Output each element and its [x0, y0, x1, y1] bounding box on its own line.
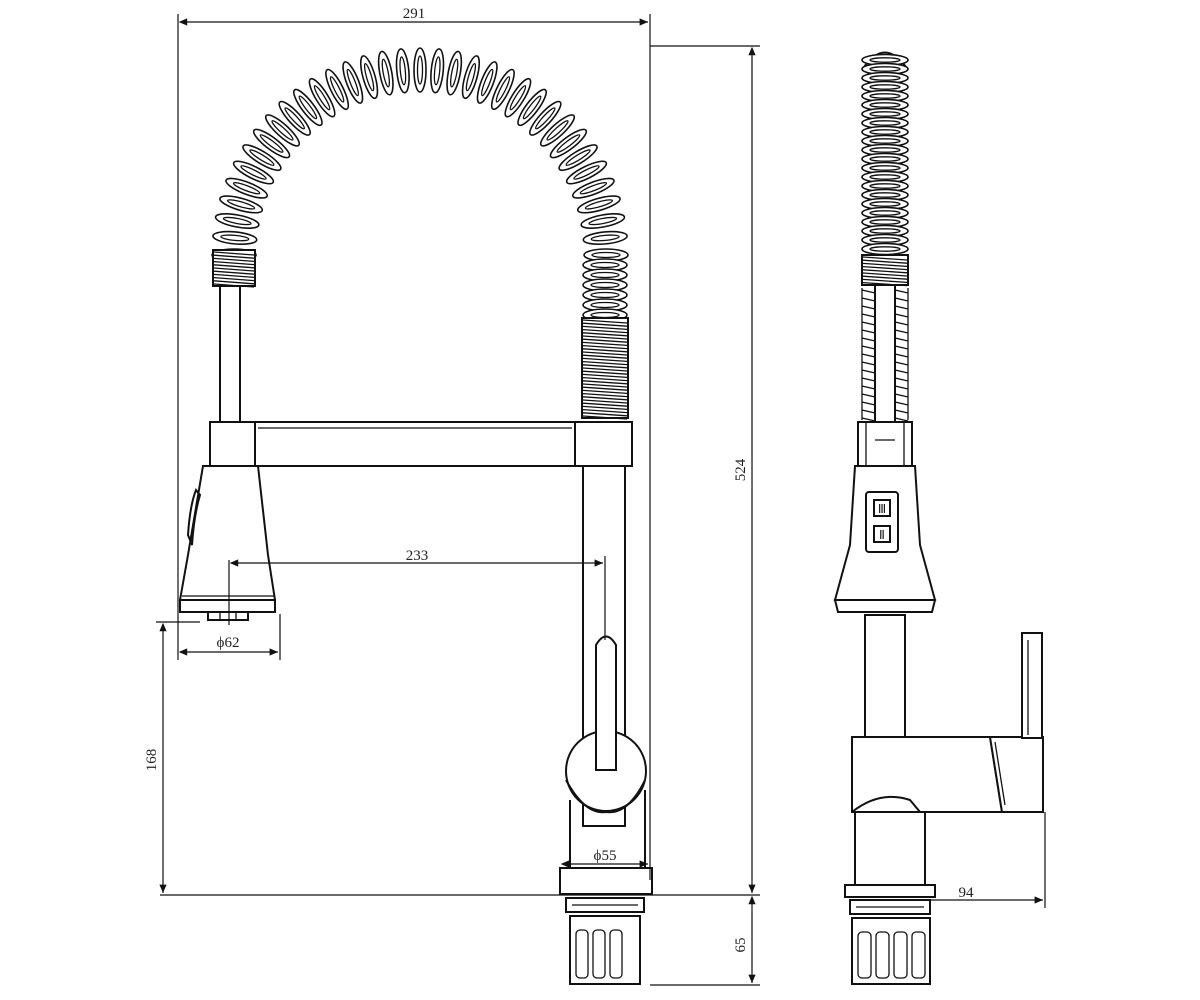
front-dimensions: 291 524 65 233 ϕ62 168 ϕ55: [144, 6, 760, 986]
holder-arm: [209, 421, 633, 467]
spray-mode-label-top: Ⅲ: [878, 502, 886, 516]
dim-spray-head-diameter: ϕ62: [217, 635, 240, 651]
spray-mode-label-bottom: Ⅱ: [879, 528, 885, 542]
dim-spray-height: 168: [144, 749, 160, 772]
front-view: [178, 47, 653, 985]
side-holder-collar: [857, 421, 913, 467]
spring-coil-front: [211, 47, 629, 322]
dense-coil-left: [212, 249, 256, 288]
side-mounting-shank: [851, 917, 931, 985]
side-handle-lever: [1021, 632, 1043, 739]
spray-head: [178, 465, 277, 621]
side-body-column: [864, 614, 906, 738]
mounting-shank: [569, 915, 641, 985]
handle-lever: [565, 635, 647, 814]
dense-coil-right: [581, 317, 629, 420]
left-hose-tube: [219, 285, 241, 423]
base-plate: [559, 867, 653, 895]
side-dense-coil: [861, 254, 909, 287]
dim-spout-reach: 233: [406, 548, 429, 564]
side-spray-head: Ⅲ Ⅱ: [833, 465, 937, 613]
side-body: [851, 632, 1044, 888]
dim-side-depth: 94: [959, 885, 975, 901]
dim-shank-length: 65: [733, 938, 749, 953]
side-hose-tube: [874, 284, 896, 426]
spring-coil-side: [861, 51, 909, 256]
side-base-plate: [844, 884, 936, 898]
side-dimensions: 94: [885, 812, 1046, 908]
dim-overall-height: 524: [733, 458, 749, 481]
side-view: Ⅲ Ⅱ: [833, 51, 1046, 985]
dim-base-diameter: ϕ55: [594, 848, 617, 864]
dim-overall-width: 291: [403, 6, 426, 22]
